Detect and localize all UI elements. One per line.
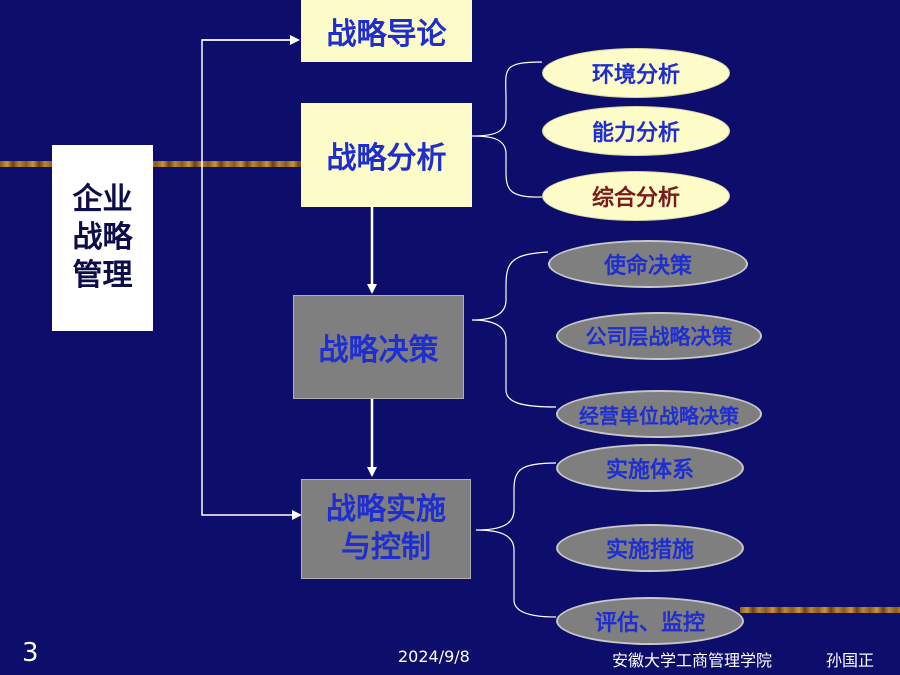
ellipse-label: 环境分析 bbox=[591, 63, 680, 88]
root-box-enterprise-strategic-management: 企业 战略 管理 bbox=[52, 145, 153, 331]
stage-box-intro: 战略导论 bbox=[301, 0, 472, 62]
ellipse-environment-analysis: 环境分析 bbox=[542, 48, 730, 98]
brace-decision bbox=[471, 251, 557, 408]
brace-implementation bbox=[475, 462, 557, 618]
ellipse-corporate-strategy-decision: 公司层战略决策 bbox=[556, 312, 762, 360]
bracket-line-root bbox=[201, 39, 302, 520]
ellipse-label: 经营单位战略决策 bbox=[579, 403, 739, 428]
stage-label-decision: 战略决策 bbox=[318, 333, 439, 368]
stage-label-implementation-line: 与控制 bbox=[341, 530, 431, 565]
ellipse-label: 实施体系 bbox=[605, 458, 694, 483]
ellipse-implementation-measures: 实施措施 bbox=[556, 524, 744, 572]
ellipse-business-unit-strategy-decision: 经营单位战略决策 bbox=[556, 390, 762, 438]
stage-box-implementation: 战略实施 与控制 bbox=[301, 479, 471, 579]
footer-date: 2024/9/8 bbox=[398, 647, 470, 666]
stage-label-implementation-line: 战略实施 bbox=[326, 492, 446, 527]
footer-author: 孙国正 bbox=[826, 651, 875, 670]
ellipse-capability-analysis: 能力分析 bbox=[542, 106, 730, 156]
ellipse-comprehensive-analysis: 综合分析 bbox=[542, 171, 730, 221]
slide-number: 3 bbox=[22, 638, 39, 668]
ellipse-implementation-system: 实施体系 bbox=[556, 444, 744, 492]
ellipse-label: 综合分析 bbox=[591, 186, 680, 211]
ellipse-label: 评估、监控 bbox=[594, 611, 705, 636]
ellipse-evaluation-monitoring: 评估、监控 bbox=[556, 597, 744, 645]
stage-label-intro: 战略导论 bbox=[326, 17, 447, 52]
ellipse-label: 实施措施 bbox=[605, 538, 694, 563]
stage-box-decision: 战略决策 bbox=[293, 295, 464, 399]
decorative-stripe-right bbox=[740, 607, 900, 613]
ellipse-label: 公司层战略决策 bbox=[585, 325, 733, 349]
stage-box-analysis: 战略分析 bbox=[301, 103, 472, 207]
root-label-line: 企业 bbox=[72, 182, 133, 217]
root-label-line: 管理 bbox=[72, 258, 133, 293]
stage-label-analysis: 战略分析 bbox=[326, 141, 447, 176]
ellipse-label: 能力分析 bbox=[591, 121, 680, 146]
ellipse-label: 使命决策 bbox=[603, 254, 692, 279]
root-label-line: 战略 bbox=[72, 220, 133, 255]
footer-institution: 安徽大学工商管理学院 bbox=[612, 651, 773, 670]
brace-analysis bbox=[471, 61, 543, 198]
ellipse-mission-decision: 使命决策 bbox=[548, 240, 748, 288]
